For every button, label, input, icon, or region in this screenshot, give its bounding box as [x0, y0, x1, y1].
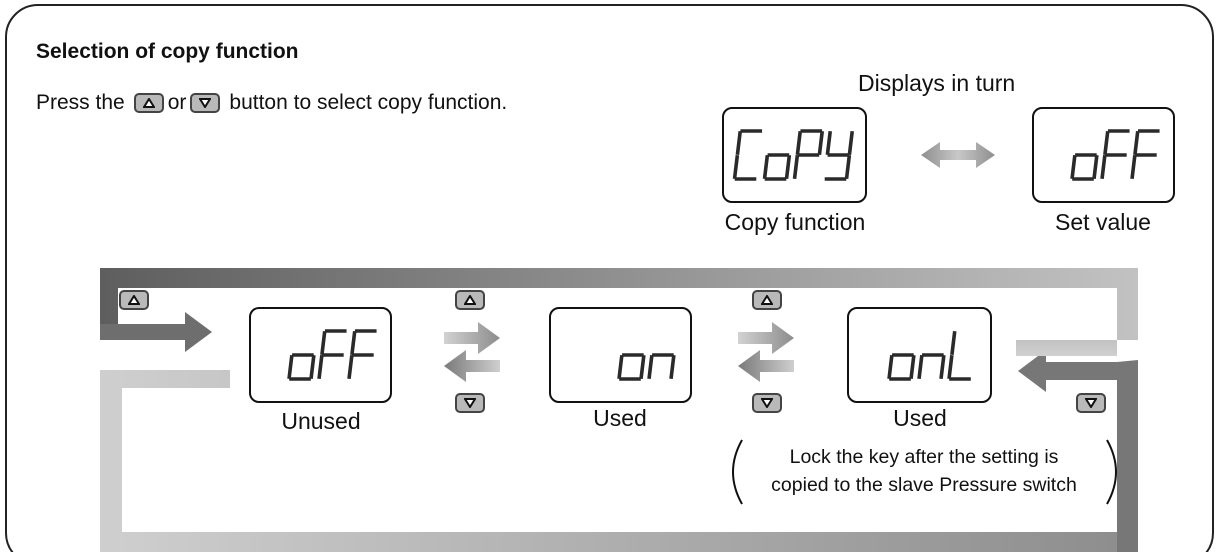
lcd-segment: [732, 154, 740, 180]
cycle-arrow-top-link: [1016, 340, 1117, 356]
down-triangle-icon: [190, 93, 221, 113]
lcd-segment: [350, 330, 357, 356]
down-button-icon-loop: [1076, 393, 1106, 413]
lcd-segment: [647, 354, 654, 380]
instruction-after: button to select copy function.: [229, 91, 508, 114]
up-button-icon-1: [455, 290, 485, 310]
backward-arrow-2: [738, 350, 794, 382]
lcd-segment: [762, 154, 770, 180]
backward-arrow-1: [444, 350, 500, 382]
lcd-segment: [909, 354, 916, 380]
up-button-icon-loop: [119, 290, 149, 310]
set-value-label: Set value: [1055, 209, 1151, 235]
lcd-segment: [817, 130, 825, 156]
cycle-arrow-top: [100, 268, 1138, 352]
down-button-icon-2: [752, 393, 782, 413]
lock-note: Lock the key after the setting is copied…: [744, 443, 1104, 499]
lcd-frame-on: [549, 307, 692, 403]
instruction-middle: or: [167, 91, 187, 114]
cycle-arrow-bottom: [100, 370, 1117, 552]
lcd-segment: [639, 354, 646, 380]
instruction-line: Press the or button to select copy funct…: [36, 91, 507, 115]
lcd-segment: [1100, 154, 1107, 180]
lcd-segment: [617, 354, 624, 380]
panel-frame: [5, 4, 1214, 552]
lcd-segment: [320, 330, 327, 356]
lcd-segment: [792, 154, 800, 180]
lcd-segment: [825, 130, 833, 156]
lcd-segment: [1133, 130, 1140, 156]
state-on-label: Used: [593, 405, 647, 431]
lcd-segment: [347, 354, 354, 380]
lcd-segment: [1070, 154, 1077, 180]
state-onl-label: Used: [893, 405, 947, 431]
lcd-segment: [844, 154, 852, 180]
cycle-arrow-right: [1018, 350, 1138, 552]
forward-arrow-2: [738, 322, 794, 354]
lcd-segment: [669, 354, 676, 380]
forward-arrow-1: [444, 322, 500, 354]
lcd-text-setvalue: [1070, 129, 1160, 181]
lcd-text-off: [287, 329, 377, 381]
lcd-segment: [784, 154, 792, 180]
lcd-text-onl: [887, 330, 971, 381]
state-off-label: Unused: [281, 408, 361, 434]
up-button-icon-2: [752, 290, 782, 310]
lcd-text-copy: [732, 129, 855, 181]
lcd-text-on: [617, 353, 676, 381]
instruction-before: Press the: [36, 91, 125, 114]
lcd-segment: [950, 330, 957, 356]
lcd-segment: [947, 354, 954, 380]
lcd-segment: [317, 354, 324, 380]
lcd-segment: [309, 354, 316, 380]
down-button-icon-1: [455, 393, 485, 413]
up-triangle-icon: [133, 93, 164, 113]
section-heading: Selection of copy function: [36, 40, 299, 63]
note-paren-left: [732, 439, 743, 505]
lcd-segment: [887, 354, 894, 380]
lock-note-line1: Lock the key after the setting is: [789, 446, 1059, 468]
lcd-segment: [1092, 154, 1099, 180]
lcd-segment: [1130, 154, 1137, 180]
lock-note-line2: copied to the slave Pressure switch: [771, 474, 1077, 496]
copy-function-label: Copy function: [724, 209, 866, 235]
turn-caption: Displays in turn: [858, 70, 1016, 96]
lcd-segment: [939, 354, 946, 380]
note-paren-right: [1106, 439, 1117, 505]
lcd-segment: [735, 130, 743, 156]
lcd-frame-onl: [847, 307, 992, 403]
double-arrow-icon: [921, 142, 995, 168]
lcd-segment: [917, 354, 924, 380]
lcd-segment: [795, 130, 803, 156]
lcd-segment: [287, 354, 294, 380]
lcd-segment: [847, 130, 855, 156]
lcd-segment: [1103, 130, 1110, 156]
